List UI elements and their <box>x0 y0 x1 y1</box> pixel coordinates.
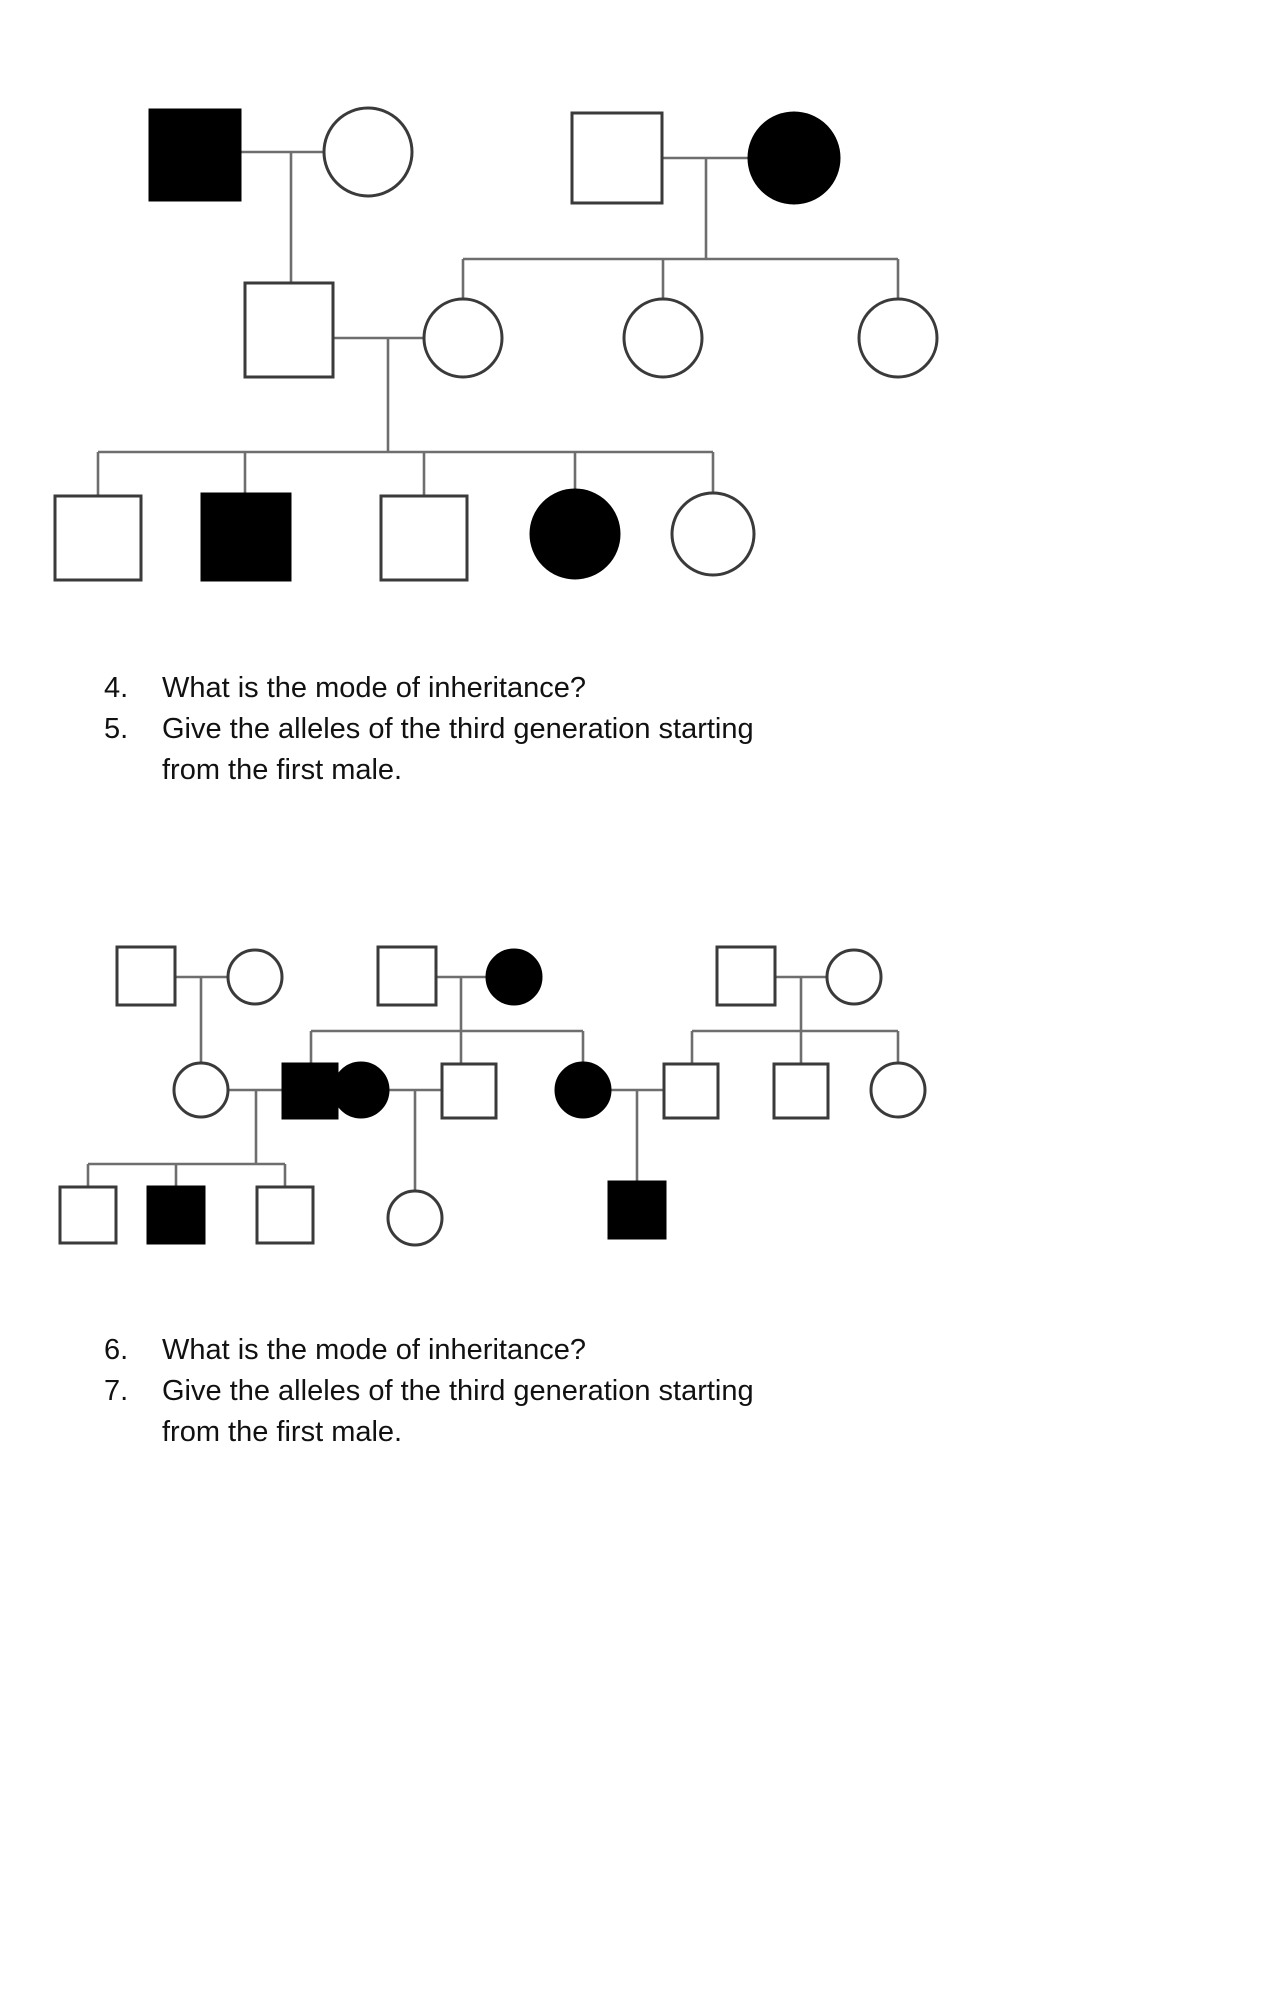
question-text: What is the mode of inheritance? <box>162 672 586 704</box>
questions-block-2: 6. What is the mode of inheritance? 7. G… <box>104 1330 1004 1454</box>
individual-circle-open[interactable] <box>869 1061 927 1119</box>
individual-circle-open[interactable] <box>386 1189 444 1247</box>
individual-square-filled[interactable] <box>281 1062 339 1120</box>
pedigree-chart-2 <box>0 930 960 1300</box>
question-item: 5. Give the alleles of the third generat… <box>104 709 984 750</box>
individual-square-filled[interactable] <box>200 492 292 582</box>
individual-square-open[interactable] <box>570 111 664 205</box>
questions-block-1: 4. What is the mode of inheritance? 5. G… <box>104 668 984 792</box>
question-number: 4. <box>104 672 129 704</box>
individual-circle-open[interactable] <box>857 297 939 379</box>
individual-square-open[interactable] <box>379 494 469 582</box>
individual-circle-open[interactable] <box>622 297 704 379</box>
question-continuation: from the first male. <box>162 1416 403 1449</box>
question-text: Give the alleles of the third generation… <box>162 713 754 746</box>
individual-circle-open[interactable] <box>825 948 883 1006</box>
individual-circle-filled[interactable] <box>529 488 621 580</box>
pedigree-2-generation-I <box>115 945 883 1007</box>
individual-square-open[interactable] <box>662 1062 720 1120</box>
question-number: 6. <box>104 1334 129 1366</box>
question-item: 6. What is the mode of inheritance? <box>104 1330 1004 1371</box>
individual-circle-filled[interactable] <box>332 1061 390 1119</box>
individual-square-filled[interactable] <box>607 1180 667 1240</box>
individual-square-open[interactable] <box>53 494 143 582</box>
pedigree-1-svg <box>53 106 939 582</box>
individual-square-open[interactable] <box>115 945 177 1007</box>
individual-circle-filled[interactable] <box>485 948 543 1006</box>
question-item: 4. What is the mode of inheritance? <box>104 668 984 709</box>
individual-circle-open[interactable] <box>172 1061 230 1119</box>
individual-circle-filled[interactable] <box>747 111 841 205</box>
pedigree-2-svg <box>58 945 927 1247</box>
pedigree-1-generation-I <box>148 106 841 205</box>
individual-square-open[interactable] <box>772 1062 830 1120</box>
pedigree-2-generation-III <box>58 1180 667 1247</box>
question-number: 7. <box>104 1375 129 1408</box>
pedigree-1-connectors <box>96 150 900 497</box>
question-number: 5. <box>104 713 129 746</box>
individual-square-open[interactable] <box>715 945 777 1007</box>
question-text: What is the mode of inheritance? <box>162 1334 586 1366</box>
individual-square-open[interactable] <box>243 281 335 379</box>
pedigree-chart-1 <box>0 0 1010 640</box>
individual-square-filled[interactable] <box>146 1185 206 1245</box>
question-item: 7. Give the alleles of the third generat… <box>104 1371 1004 1412</box>
individual-circle-open[interactable] <box>670 491 756 577</box>
individual-square-open[interactable] <box>255 1185 315 1245</box>
question-continuation: from the first male. <box>162 754 403 787</box>
individual-square-open[interactable] <box>440 1062 498 1120</box>
individual-square-open[interactable] <box>58 1185 118 1245</box>
individual-square-open[interactable] <box>376 945 438 1007</box>
question-text: Give the alleles of the third generation… <box>162 1375 754 1408</box>
individual-circle-open[interactable] <box>422 297 504 379</box>
individual-square-filled[interactable] <box>148 108 242 202</box>
pedigree-1-generation-III <box>53 488 756 582</box>
pedigree-2-generation-II <box>172 1061 927 1120</box>
individual-circle-filled[interactable] <box>554 1061 612 1119</box>
individual-circle-open[interactable] <box>226 948 284 1006</box>
pedigree-1-generation-II <box>243 281 939 379</box>
individual-circle-open[interactable] <box>322 106 414 198</box>
